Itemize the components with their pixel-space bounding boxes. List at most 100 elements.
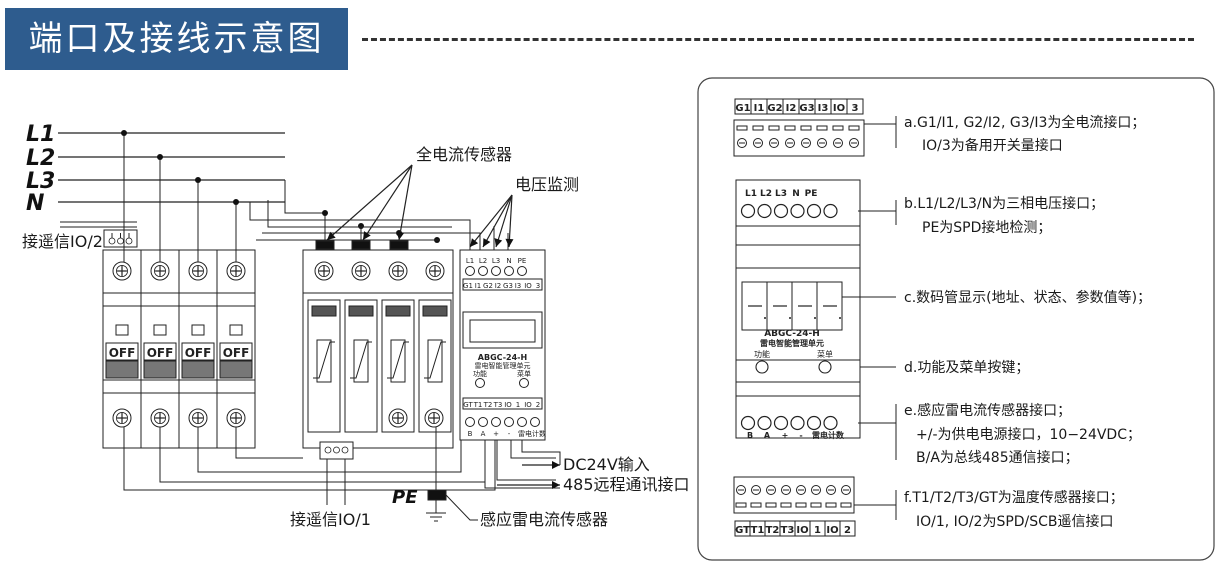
breaker-indicator [229,324,243,336]
voltage-port [823,203,838,219]
unit-bottom-port [478,417,488,427]
pointer-sensor-3 [398,164,413,241]
junction-dot [157,154,163,160]
unit-top-port [465,266,475,276]
terminal-hole [341,446,349,454]
desc-a-line2: IO/3为备用开关量接口 [922,137,1063,154]
breaker-off-label-box [219,342,253,361]
menu-button-label: 菜单 [817,349,833,359]
breaker-indicator [153,324,167,336]
terminal-slot [780,502,792,508]
full-current-sensor-1 [315,240,335,250]
sensor-port-label: 雷电计数 [812,430,845,440]
func-button [755,360,769,374]
unit-menu-label: 菜单 [517,369,531,378]
pointer-voltage-1 [469,194,513,248]
arrow-head [327,231,336,240]
breaker-off-label-box [143,342,177,361]
unit-bottom-port [530,417,540,427]
top-terminal-label: I3 [818,103,829,114]
phase-label-l3: L3 [26,169,55,194]
unit-bottom-terminal-label: IO [504,401,512,409]
full-current-sensor-label: 全电流传感器 [416,145,512,164]
unit-func-label: 功能 [473,369,487,378]
arrow-head [396,231,405,240]
unit-top-terminal-label: I1 [475,282,482,290]
pointer-sensor-1 [326,164,413,241]
junction-dot [358,223,364,229]
spd-cartridge-2 [344,299,378,433]
junction-dot [195,177,201,183]
unit-top-terminal-strip [462,278,543,291]
unit-top-port [504,266,514,276]
terminal-hole [117,237,124,245]
sensor-port [757,415,772,431]
phase-label-l1: L1 [26,122,55,147]
page-title: 端口及接线示意图 [5,8,348,70]
screw-ring [192,412,204,424]
unit-top-terminal-label: IO [524,282,532,290]
bottom-terminal-label: 2 [844,525,851,536]
device-unit-name: 雷电智能管理单元 [760,338,824,348]
desc-c-line: c.数码管显示(地址、状态、参数值等)； [904,289,1151,306]
unit-bottom-terminal-label: GT [463,401,473,409]
menu-button [818,360,832,374]
lightning-sensor-pointer [445,494,478,521]
dc24v-label: DC24V输入 [563,455,650,474]
pointer-voltage-2 [482,194,513,248]
bottom-terminal-label: IO [796,525,808,536]
desc-d-line: d.功能及菜单按键； [904,360,1029,376]
arrow-head [552,481,560,489]
phase-label-n: N [26,191,44,216]
terminal-slot [752,125,764,131]
unit-bottom-port-label: - [508,430,511,438]
lightning-sensor-label: 感应雷电流传感器 [480,510,608,529]
spd-cartridge-window [422,305,448,317]
lightning-current-sensor [427,489,447,501]
digit-point [839,317,841,319]
pe-label: PE [392,487,418,508]
terminal-slot [832,125,844,131]
digit-point [789,317,791,319]
terminal-slot [784,125,796,131]
screw-ring [428,412,440,424]
screw-ring [429,265,441,277]
varistor-slash [387,341,409,379]
bottom-terminal-block [733,476,855,514]
top-terminal-block [733,119,865,157]
breaker-off-label-box [105,342,139,361]
top-terminal-label: IO [833,103,845,114]
terminal-slot [800,125,812,131]
sensor-port [790,415,805,431]
full-current-sensor-2 [351,240,371,250]
spd-cartridge-window [348,305,374,317]
unit-top-terminal-label: G3 [503,282,513,290]
pointer-voltage-4 [508,194,513,248]
dc24v-wire-b [510,440,556,459]
digit-point [814,317,816,319]
arrow-head [363,231,371,240]
unit-bottom-port [517,417,527,427]
sensor-port-label: + [782,431,789,440]
wire-l3-spd [284,180,326,230]
sensor-port-label: A [764,431,771,440]
device-model: ABGC-24-H [764,329,820,339]
screw-ring [230,412,242,424]
unit-top-port [478,266,488,276]
unit-bottom-port-label: 雷电计数 [518,429,546,438]
voltage-port [790,203,805,219]
unit-bottom-port [491,417,501,427]
breaker-l3-return [197,427,462,473]
bottom-terminal-label: 1 [814,525,821,536]
voltage-port-label: N [792,189,800,199]
breaker-handle [105,360,139,379]
wire-l2-bus [267,200,452,228]
unit-bottom-port-label: A [481,430,486,438]
terminal-hole [324,446,332,454]
unit-top-port-label: PE [518,257,527,265]
arrow-head [552,461,560,469]
varistor-slash [313,341,335,379]
spd-cartridge-window [385,305,411,317]
